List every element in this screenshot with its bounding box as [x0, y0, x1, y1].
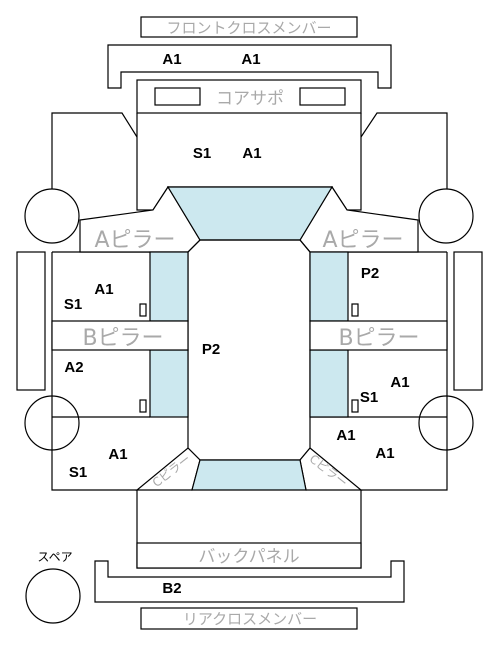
front-right-window [309, 251, 349, 322]
headlight-right [299, 87, 346, 106]
back-panel-label: バックパネル [198, 547, 299, 567]
rear-left-window [149, 349, 189, 418]
front-right-door-handle [351, 303, 359, 317]
front-cross-member-box [140, 16, 358, 38]
rear-cross-member-label: リアクロスメンバー [183, 610, 317, 628]
spare-tire [25, 568, 81, 624]
roof-p2-code: P2 [202, 341, 220, 358]
front-right-fender [360, 112, 448, 217]
rear-right-window [309, 349, 349, 418]
front-left-fender [51, 112, 138, 217]
front-right-door-p2-code: P2 [361, 265, 379, 282]
b-pillar-left-label: Bピラー [82, 326, 163, 351]
body-sides [51, 252, 448, 452]
back-panel-box [136, 542, 362, 569]
rear-right-wheel [418, 395, 474, 451]
b-pillar-right [309, 320, 448, 351]
front-left-door-handle [139, 303, 147, 317]
front-left-door-s1-code: S1 [64, 296, 82, 313]
front-member-right-code: A1 [241, 51, 260, 68]
hood-a1-code: A1 [242, 145, 261, 162]
front-bumper [107, 44, 392, 89]
spare-label: スペア [37, 550, 72, 564]
front-left-wheel [24, 188, 80, 244]
front-left-door-a1-code: A1 [94, 281, 113, 298]
headlight-left [154, 87, 201, 106]
rear-right-door-a1-code: A1 [390, 374, 409, 391]
rear-window [191, 459, 307, 491]
rear-left-door-handle [139, 399, 147, 413]
rear-right-fender-a1-top-code: A1 [336, 427, 355, 444]
b-pillar-right-label: Bピラー [338, 326, 419, 351]
rear-right-door-s1-code: S1 [360, 389, 378, 406]
left-side-step [16, 251, 46, 391]
front-left-window [149, 251, 189, 322]
rear-left-fender-s1-code: S1 [69, 464, 87, 481]
rear-left-door-a2-code: A2 [64, 359, 83, 376]
front-right-wheel [418, 188, 474, 244]
rear-bumper [94, 560, 405, 603]
front-member-left-code: A1 [162, 51, 181, 68]
rear-left-fender-a1-code: A1 [108, 446, 127, 463]
rear-right-fender-a1-bottom-code: A1 [375, 445, 394, 462]
rear-right-door-handle [351, 399, 359, 413]
a-pillar-left-label: Aピラー [94, 228, 175, 253]
front-cross-member-label: フロントクロスメンバー [166, 19, 331, 37]
hood-s1-code: S1 [193, 145, 211, 162]
rear-member-b2-code: B2 [162, 580, 181, 597]
rear-cross-member-box [140, 607, 358, 630]
b-pillar-left [51, 320, 189, 351]
right-side-step [453, 251, 483, 391]
a-pillar-right-label: Aピラー [322, 228, 403, 253]
core-support-label: コアサポ [216, 89, 284, 109]
